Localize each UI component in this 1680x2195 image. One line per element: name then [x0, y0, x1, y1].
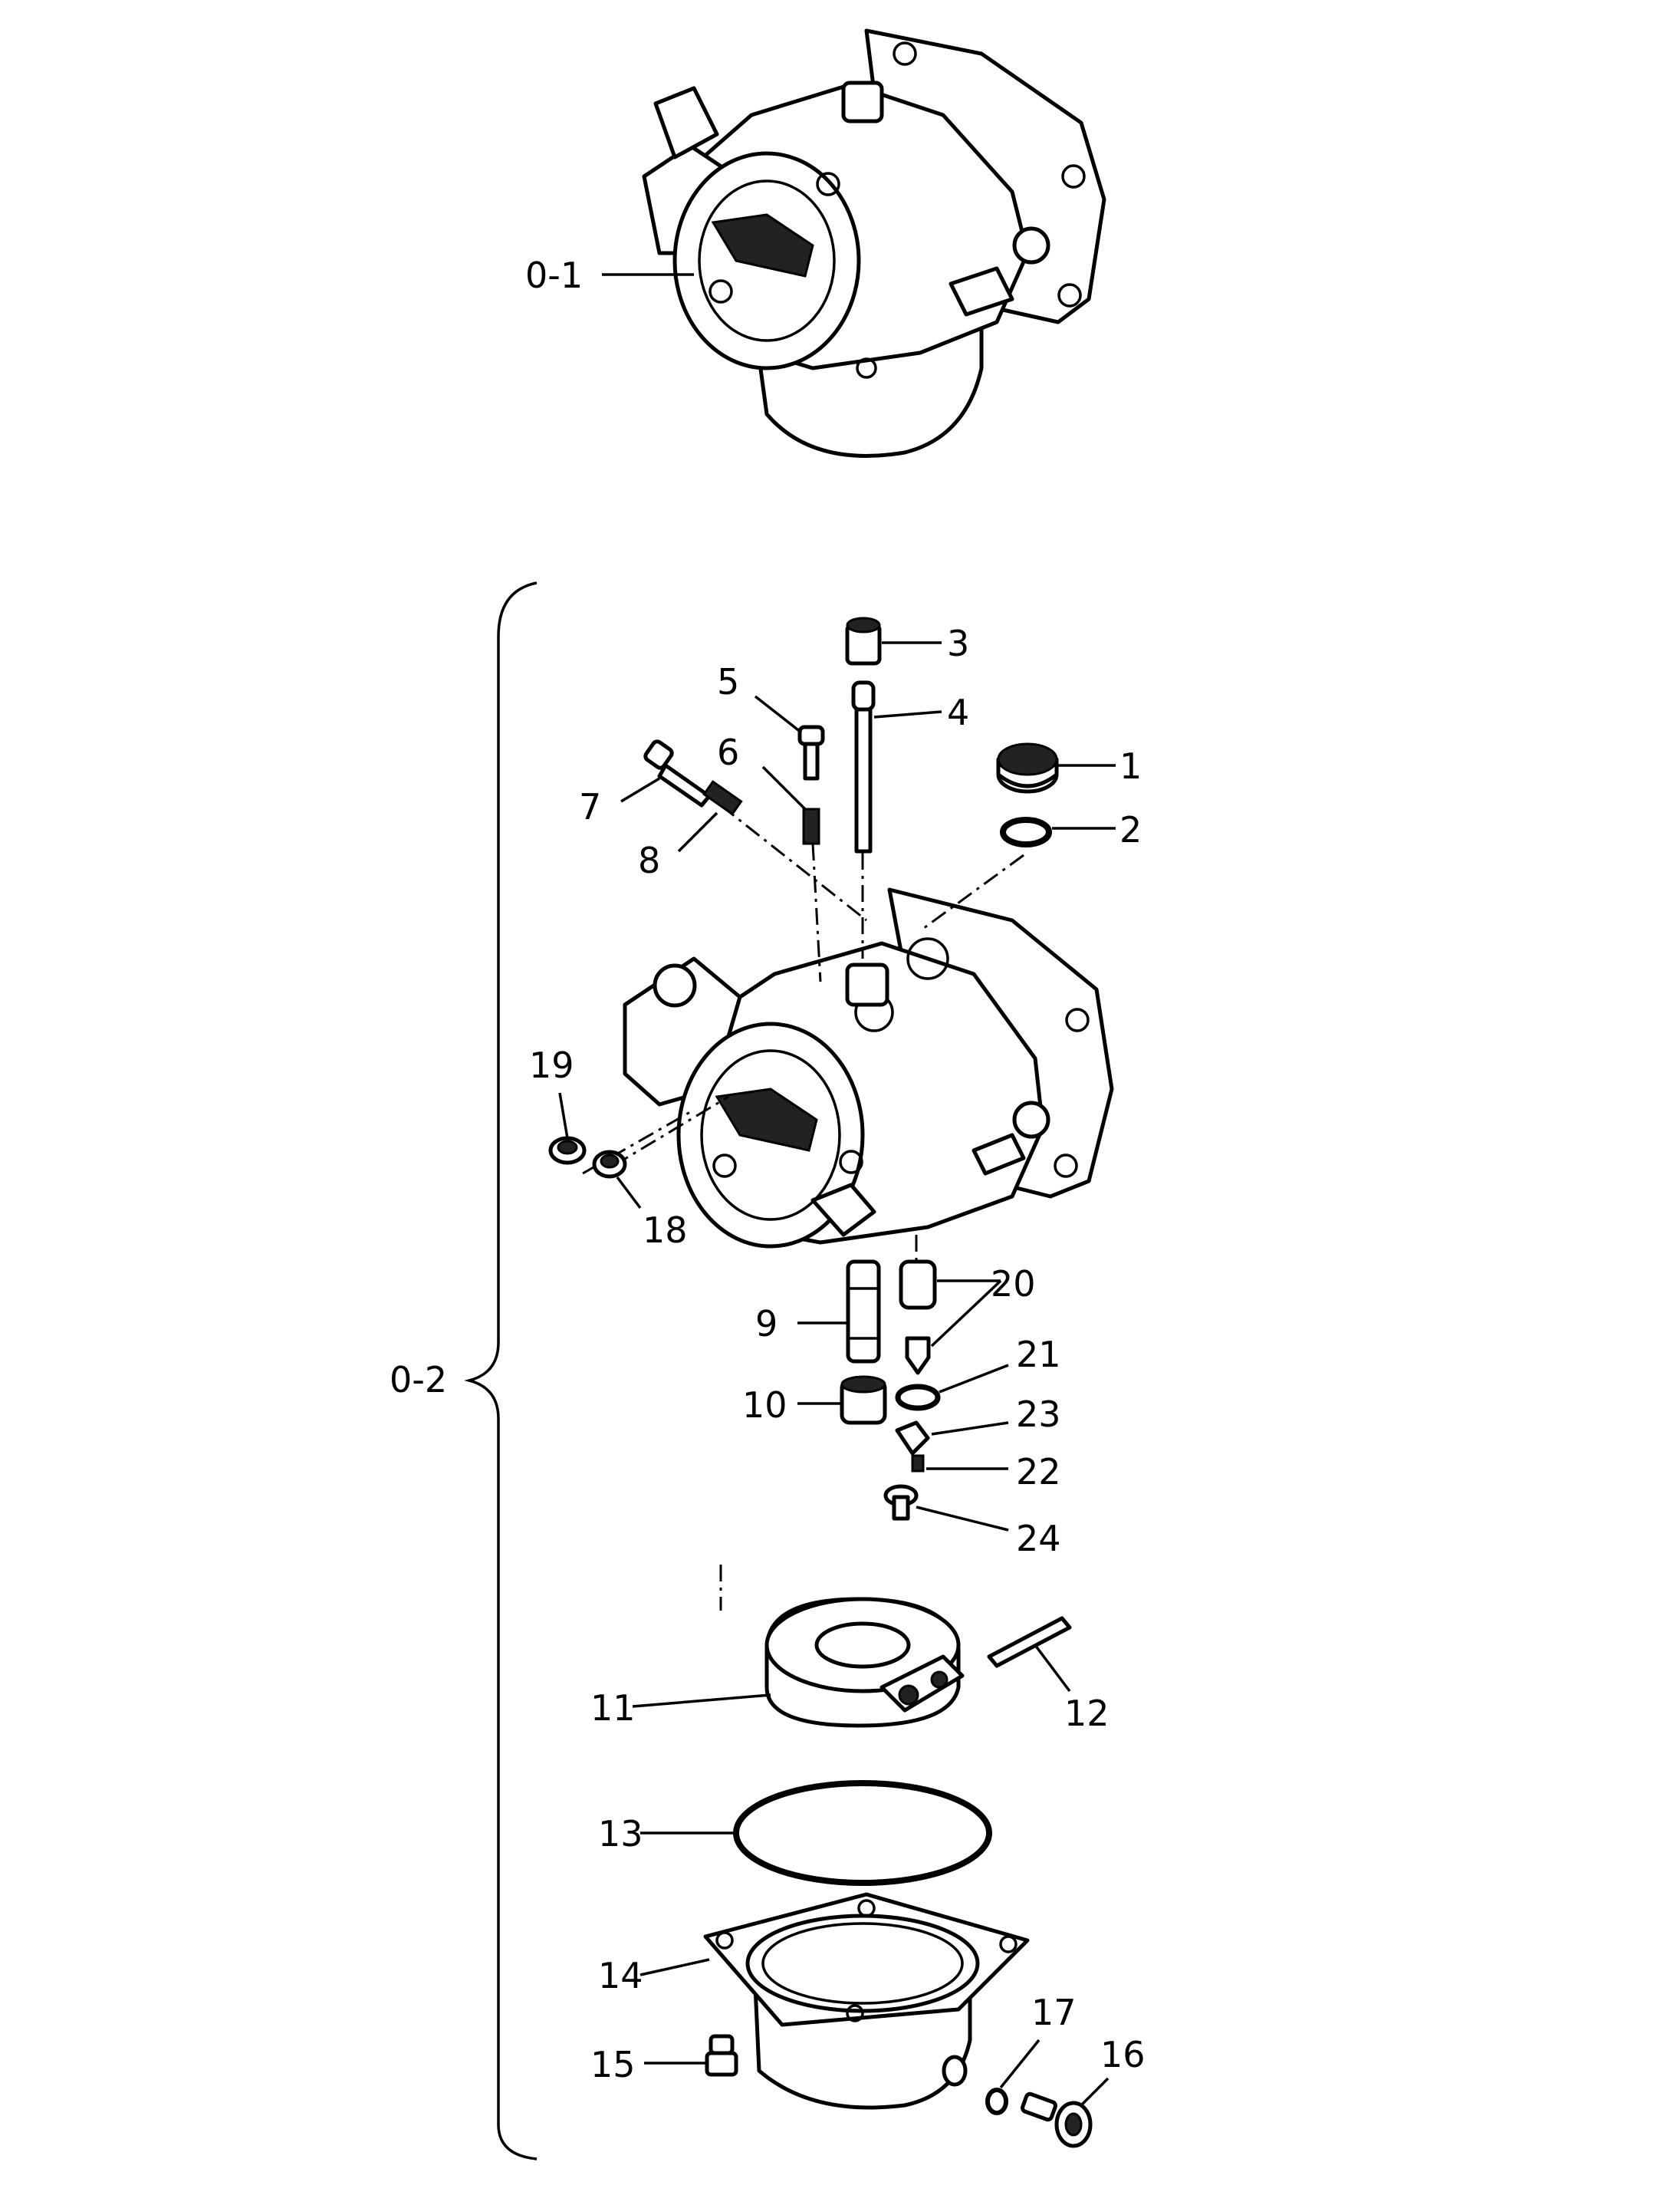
part-19-plug — [548, 1136, 587, 1165]
align-line-8 — [720, 804, 867, 922]
part-24-screw — [883, 1484, 919, 1521]
label-6: 6 — [717, 732, 739, 773]
leader-8 — [677, 811, 718, 853]
leader-5 — [754, 695, 803, 734]
align-line-18 — [613, 1095, 729, 1167]
part-8-spring — [702, 780, 743, 816]
group-brace — [464, 581, 538, 2160]
label-2: 2 — [1119, 809, 1142, 851]
label-5: 5 — [717, 661, 739, 703]
align-line-2 — [923, 854, 1024, 930]
label-1: 1 — [1119, 745, 1142, 787]
align-line-6 — [811, 843, 822, 982]
part-18-plug — [592, 1150, 627, 1179]
carburetor-assembly-top — [642, 28, 1106, 458]
leader-4 — [873, 710, 942, 719]
leader-6 — [761, 765, 807, 811]
align-line-19 — [582, 1111, 691, 1175]
leader-11 — [632, 1693, 771, 1708]
part-5-screw — [797, 725, 825, 781]
label-14: 14 — [598, 1955, 643, 1996]
label-24: 24 — [1016, 1518, 1061, 1559]
label-0-1: 0-1 — [525, 255, 583, 296]
leader-18 — [616, 1176, 642, 1209]
label-7: 7 — [579, 786, 601, 828]
label-23: 23 — [1016, 1394, 1061, 1435]
label-13: 13 — [598, 1813, 643, 1854]
leader-21 — [939, 1364, 1009, 1394]
label-21: 21 — [1016, 1334, 1061, 1375]
part-1-plug — [996, 742, 1059, 794]
part-2-washer — [1000, 817, 1052, 847]
leader-7 — [620, 777, 660, 803]
label-12: 12 — [1064, 1693, 1110, 1734]
leader-23 — [931, 1421, 1009, 1436]
label-19: 19 — [529, 1045, 574, 1086]
label-8: 8 — [638, 840, 660, 881]
label-20: 20 — [991, 1263, 1036, 1305]
leader-16 — [1080, 2077, 1110, 2107]
part-15-drain-screw — [705, 2034, 738, 2077]
part-22-pin — [911, 1454, 925, 1473]
carburetor-body — [623, 887, 1114, 1249]
label-0-2: 0-2 — [390, 1359, 447, 1400]
label-18: 18 — [643, 1209, 688, 1251]
label-3: 3 — [947, 623, 969, 664]
part-11-float — [764, 1597, 965, 1728]
part-9-emulsion-tube — [846, 1259, 881, 1364]
label-10: 10 — [742, 1384, 787, 1426]
part-6-spring — [802, 808, 820, 845]
label-4: 4 — [947, 692, 969, 733]
part-13-gasket — [733, 1780, 992, 1886]
part-23-float-arm — [895, 1420, 930, 1456]
leader-12 — [1034, 1644, 1071, 1693]
part-12-float-pin — [987, 1616, 1072, 1668]
label-15: 15 — [590, 2044, 636, 2085]
part-3-cap — [845, 617, 882, 666]
label-22: 22 — [1016, 1451, 1061, 1492]
part-14-float-bowl — [703, 1892, 1030, 2110]
label-11: 11 — [590, 1687, 636, 1729]
part-21-oring — [895, 1384, 941, 1411]
leader-19 — [558, 1092, 569, 1139]
part-16-bowl-nut — [1021, 2091, 1093, 2148]
label-17: 17 — [1031, 1992, 1077, 2033]
part-17-washer — [985, 2088, 1008, 2115]
part-20-needle-valve — [899, 1259, 937, 1375]
label-16: 16 — [1100, 2034, 1146, 2075]
label-9: 9 — [755, 1303, 778, 1344]
leader-24 — [916, 1506, 1009, 1532]
part-10-jet — [840, 1375, 887, 1425]
leader-20b — [930, 1279, 1002, 1348]
part-7-needle-screw — [643, 739, 712, 808]
leader-17 — [999, 2039, 1041, 2089]
leader-14 — [639, 1958, 710, 1976]
part-4-rod — [851, 680, 876, 854]
